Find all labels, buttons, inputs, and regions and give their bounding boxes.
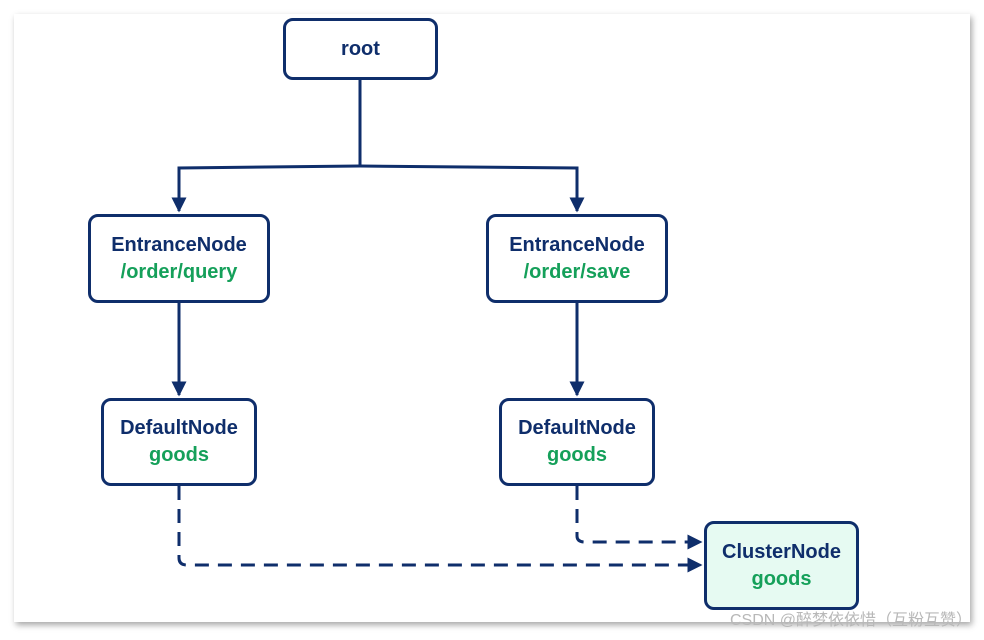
edge-root-to-entrance-save [359,164,585,213]
root-node-title: root [341,37,380,60]
default-node-query-title: DefaultNode [120,417,238,439]
edge-default-save-to-cluster [575,486,703,550]
watermark-text: CSDN @醉梦依依惜（互粉互赞） [729,612,972,629]
cluster-node-resource: goods [751,567,812,590]
default-node-query-resource: goods [149,444,209,466]
edge-root-to-entrance-query [171,164,361,213]
entrance-node-save-resource: /order/save [523,260,631,283]
root-node: root [283,18,438,80]
entrance-node-save: EntranceNode /order/save [486,214,668,303]
entrance-node-save-title: EntranceNode [509,233,645,256]
entrance-node-query: EntranceNode /order/query [88,214,270,303]
edge-default-query-to-cluster [177,486,703,573]
cluster-node-title: ClusterNode [722,540,841,563]
default-node-query: DefaultNode goods [101,398,257,486]
default-node-save-resource: goods [547,444,607,466]
entrance-node-query-title: EntranceNode [111,233,247,256]
default-node-save-title: DefaultNode [518,417,636,439]
default-node-save: DefaultNode goods [499,398,655,486]
cluster-node: ClusterNode goods [704,521,859,610]
diagram-frame [14,14,970,622]
entrance-node-query-resource: /order/query [120,260,238,283]
